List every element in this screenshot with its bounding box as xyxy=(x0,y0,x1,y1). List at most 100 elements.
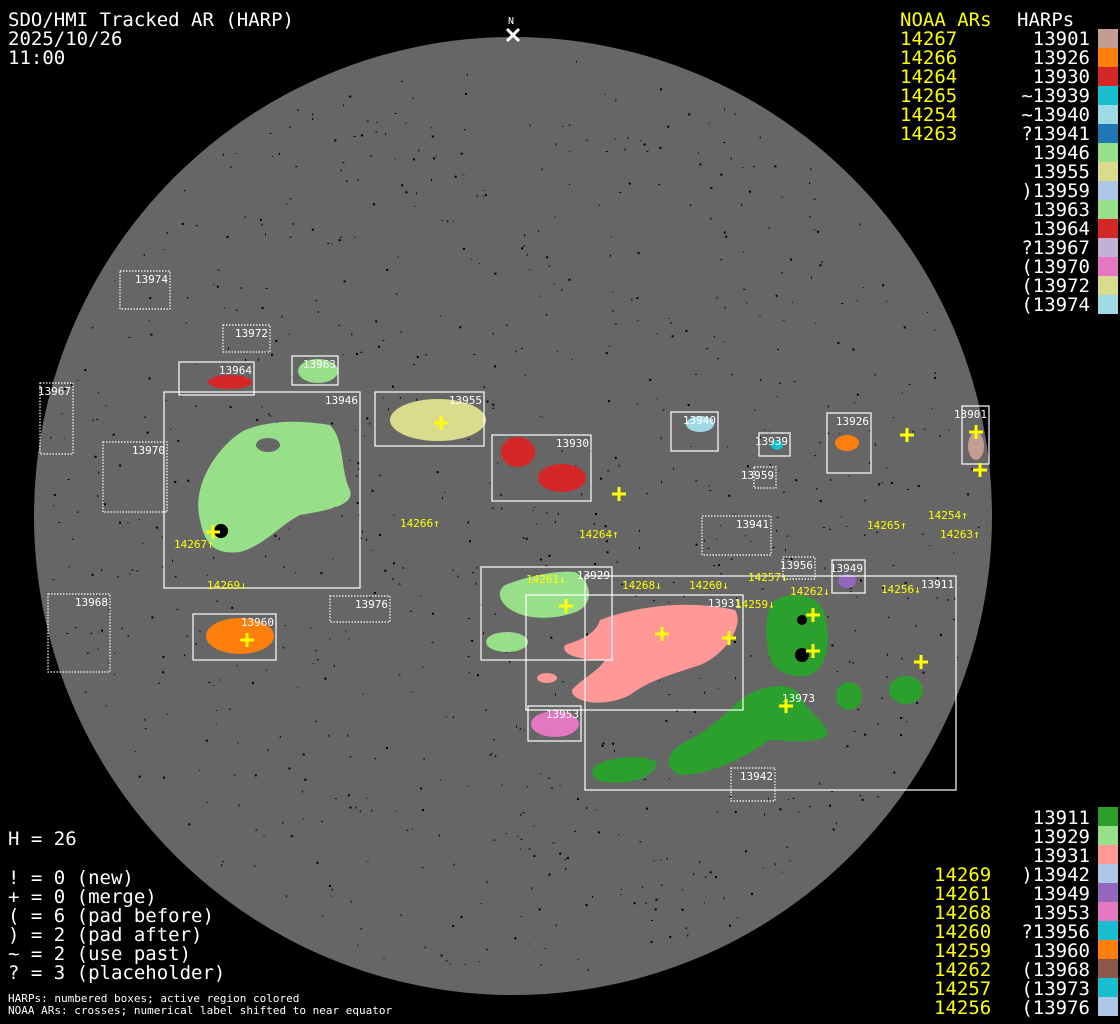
region-13964 xyxy=(208,375,252,389)
harp-count: H = 26 xyxy=(8,828,77,850)
harp-color-swatch xyxy=(1098,807,1118,826)
harp-color-swatch xyxy=(1098,238,1118,257)
harp-list-item: 13955 xyxy=(1033,161,1090,183)
harp-box[interactable] xyxy=(758,432,791,457)
harp-box[interactable] xyxy=(527,705,582,742)
noaa-heading: NOAA ARs xyxy=(900,9,992,31)
harp-color-swatch xyxy=(1098,105,1118,124)
noaa-cross-icon xyxy=(969,425,983,439)
harps-heading: HARPs xyxy=(1017,9,1074,31)
harp-color-swatch xyxy=(1098,181,1118,200)
noaa-list-item: 14269 xyxy=(934,864,991,886)
noaa-cross-icon xyxy=(722,631,736,645)
harp-list-item: (13968 xyxy=(1021,959,1090,981)
date: 2025/10/26 xyxy=(8,28,122,50)
harp-box[interactable] xyxy=(119,270,171,310)
stat-line: ? = 3 (placeholder) xyxy=(8,962,225,984)
noaa-list-item: 14265 xyxy=(900,85,957,107)
note-harps: HARPs: numbered boxes; active region col… xyxy=(8,992,299,1005)
noaa-cross-icon xyxy=(779,699,793,713)
harp-box[interactable] xyxy=(961,405,990,465)
harp-list-item: 13911 xyxy=(1033,807,1090,829)
harp-color-swatch xyxy=(1098,276,1118,295)
magnetic-specks xyxy=(50,60,980,971)
harp-box[interactable] xyxy=(480,566,613,661)
stat-line: + = 0 (merge) xyxy=(8,886,157,908)
harp-list-item: )13942 xyxy=(1021,864,1090,886)
harp-list-item: ?13967 xyxy=(1021,237,1090,259)
noaa-label: 14254↑ xyxy=(928,509,968,522)
stat-line: ~ = 2 (use past) xyxy=(8,943,191,965)
harp-list-item: (13972 xyxy=(1021,275,1090,297)
harp-box-label: 13955 xyxy=(449,394,482,407)
harp-box[interactable] xyxy=(670,411,719,452)
harp-box-label: 13926 xyxy=(836,415,869,428)
harp-color-swatch xyxy=(1098,997,1118,1016)
noaa-crosses xyxy=(206,416,987,713)
harp-box[interactable] xyxy=(525,594,744,711)
harp-list-item: (13974 xyxy=(1021,294,1090,316)
harp-box-label: 13956 xyxy=(780,559,813,572)
noaa-label: 14265↑ xyxy=(867,519,907,532)
harp-box-label: 13942 xyxy=(740,770,773,783)
harp-box[interactable] xyxy=(491,434,592,502)
noaa-label: 14266↑ xyxy=(400,517,440,530)
harp-box-label: 13970 xyxy=(132,444,165,457)
harp-box[interactable] xyxy=(374,391,485,447)
harp-box[interactable] xyxy=(584,575,957,791)
harp-box[interactable] xyxy=(192,613,277,661)
harp-list-item: 13926 xyxy=(1033,47,1090,69)
harp-box-label: 13949 xyxy=(830,562,863,575)
north-x-icon xyxy=(505,27,521,43)
harp-box[interactable] xyxy=(291,355,339,386)
region-13911b xyxy=(836,682,862,710)
noaa-list-item: 14266 xyxy=(900,47,957,69)
noaa-label: 14268↓ xyxy=(622,579,662,592)
noaa-list-item: 14261 xyxy=(934,883,991,905)
harp-list-item: 13949 xyxy=(1033,883,1090,905)
harp-box[interactable] xyxy=(178,361,255,396)
harp-color-swatch xyxy=(1098,162,1118,181)
harp-box-label: 13968 xyxy=(75,596,108,609)
harp-box[interactable] xyxy=(222,324,271,353)
harp-box[interactable] xyxy=(701,515,772,556)
region-13946-hole xyxy=(256,438,280,452)
harp-color-swatch xyxy=(1098,143,1118,162)
noaa-cross-icon xyxy=(434,416,448,430)
harp-box[interactable] xyxy=(329,595,391,623)
harp-color-swatch xyxy=(1098,48,1118,67)
noaa-cross-icon xyxy=(206,525,220,539)
harp-box[interactable] xyxy=(47,593,111,673)
region-13946 xyxy=(198,421,351,553)
harp-color-swatch xyxy=(1098,826,1118,845)
harp-list-item: (13970 xyxy=(1021,256,1090,278)
harp-box-label: 13973 xyxy=(782,692,815,705)
noaa-list-item: 14262 xyxy=(934,959,991,981)
region-13931 xyxy=(564,604,738,703)
harp-box[interactable] xyxy=(39,382,74,455)
time: 11:00 xyxy=(8,47,65,69)
noaa-label: 14263↑ xyxy=(940,528,980,541)
harp-box[interactable] xyxy=(730,767,776,802)
note-noaa: NOAA ARs: crosses; numerical label shift… xyxy=(8,1004,392,1017)
region-13953 xyxy=(531,711,579,737)
harp-box[interactable] xyxy=(102,441,168,513)
harp-color-swatch xyxy=(1098,124,1118,143)
harp-box-label: 13901 xyxy=(954,408,987,421)
region-13960 xyxy=(206,618,274,654)
harp-box[interactable] xyxy=(163,391,361,589)
region-13931b xyxy=(537,673,557,683)
harp-box[interactable] xyxy=(826,412,872,474)
harp-box[interactable] xyxy=(753,466,777,489)
harp-box-label: 13941 xyxy=(736,518,769,531)
harp-box-label: 13960 xyxy=(241,616,274,629)
noaa-list-item: 14263 xyxy=(900,123,957,145)
harp-box[interactable] xyxy=(782,556,816,580)
noaa-cross-icon xyxy=(900,428,914,442)
noaa-cross-icon xyxy=(806,608,820,622)
region-13930b xyxy=(538,464,586,492)
title: SDO/HMI Tracked AR (HARP) xyxy=(8,9,294,31)
harp-list-item: ~13939 xyxy=(1021,85,1090,107)
harp-color-swatch xyxy=(1098,29,1118,48)
noaa-cross-icon xyxy=(914,655,928,669)
